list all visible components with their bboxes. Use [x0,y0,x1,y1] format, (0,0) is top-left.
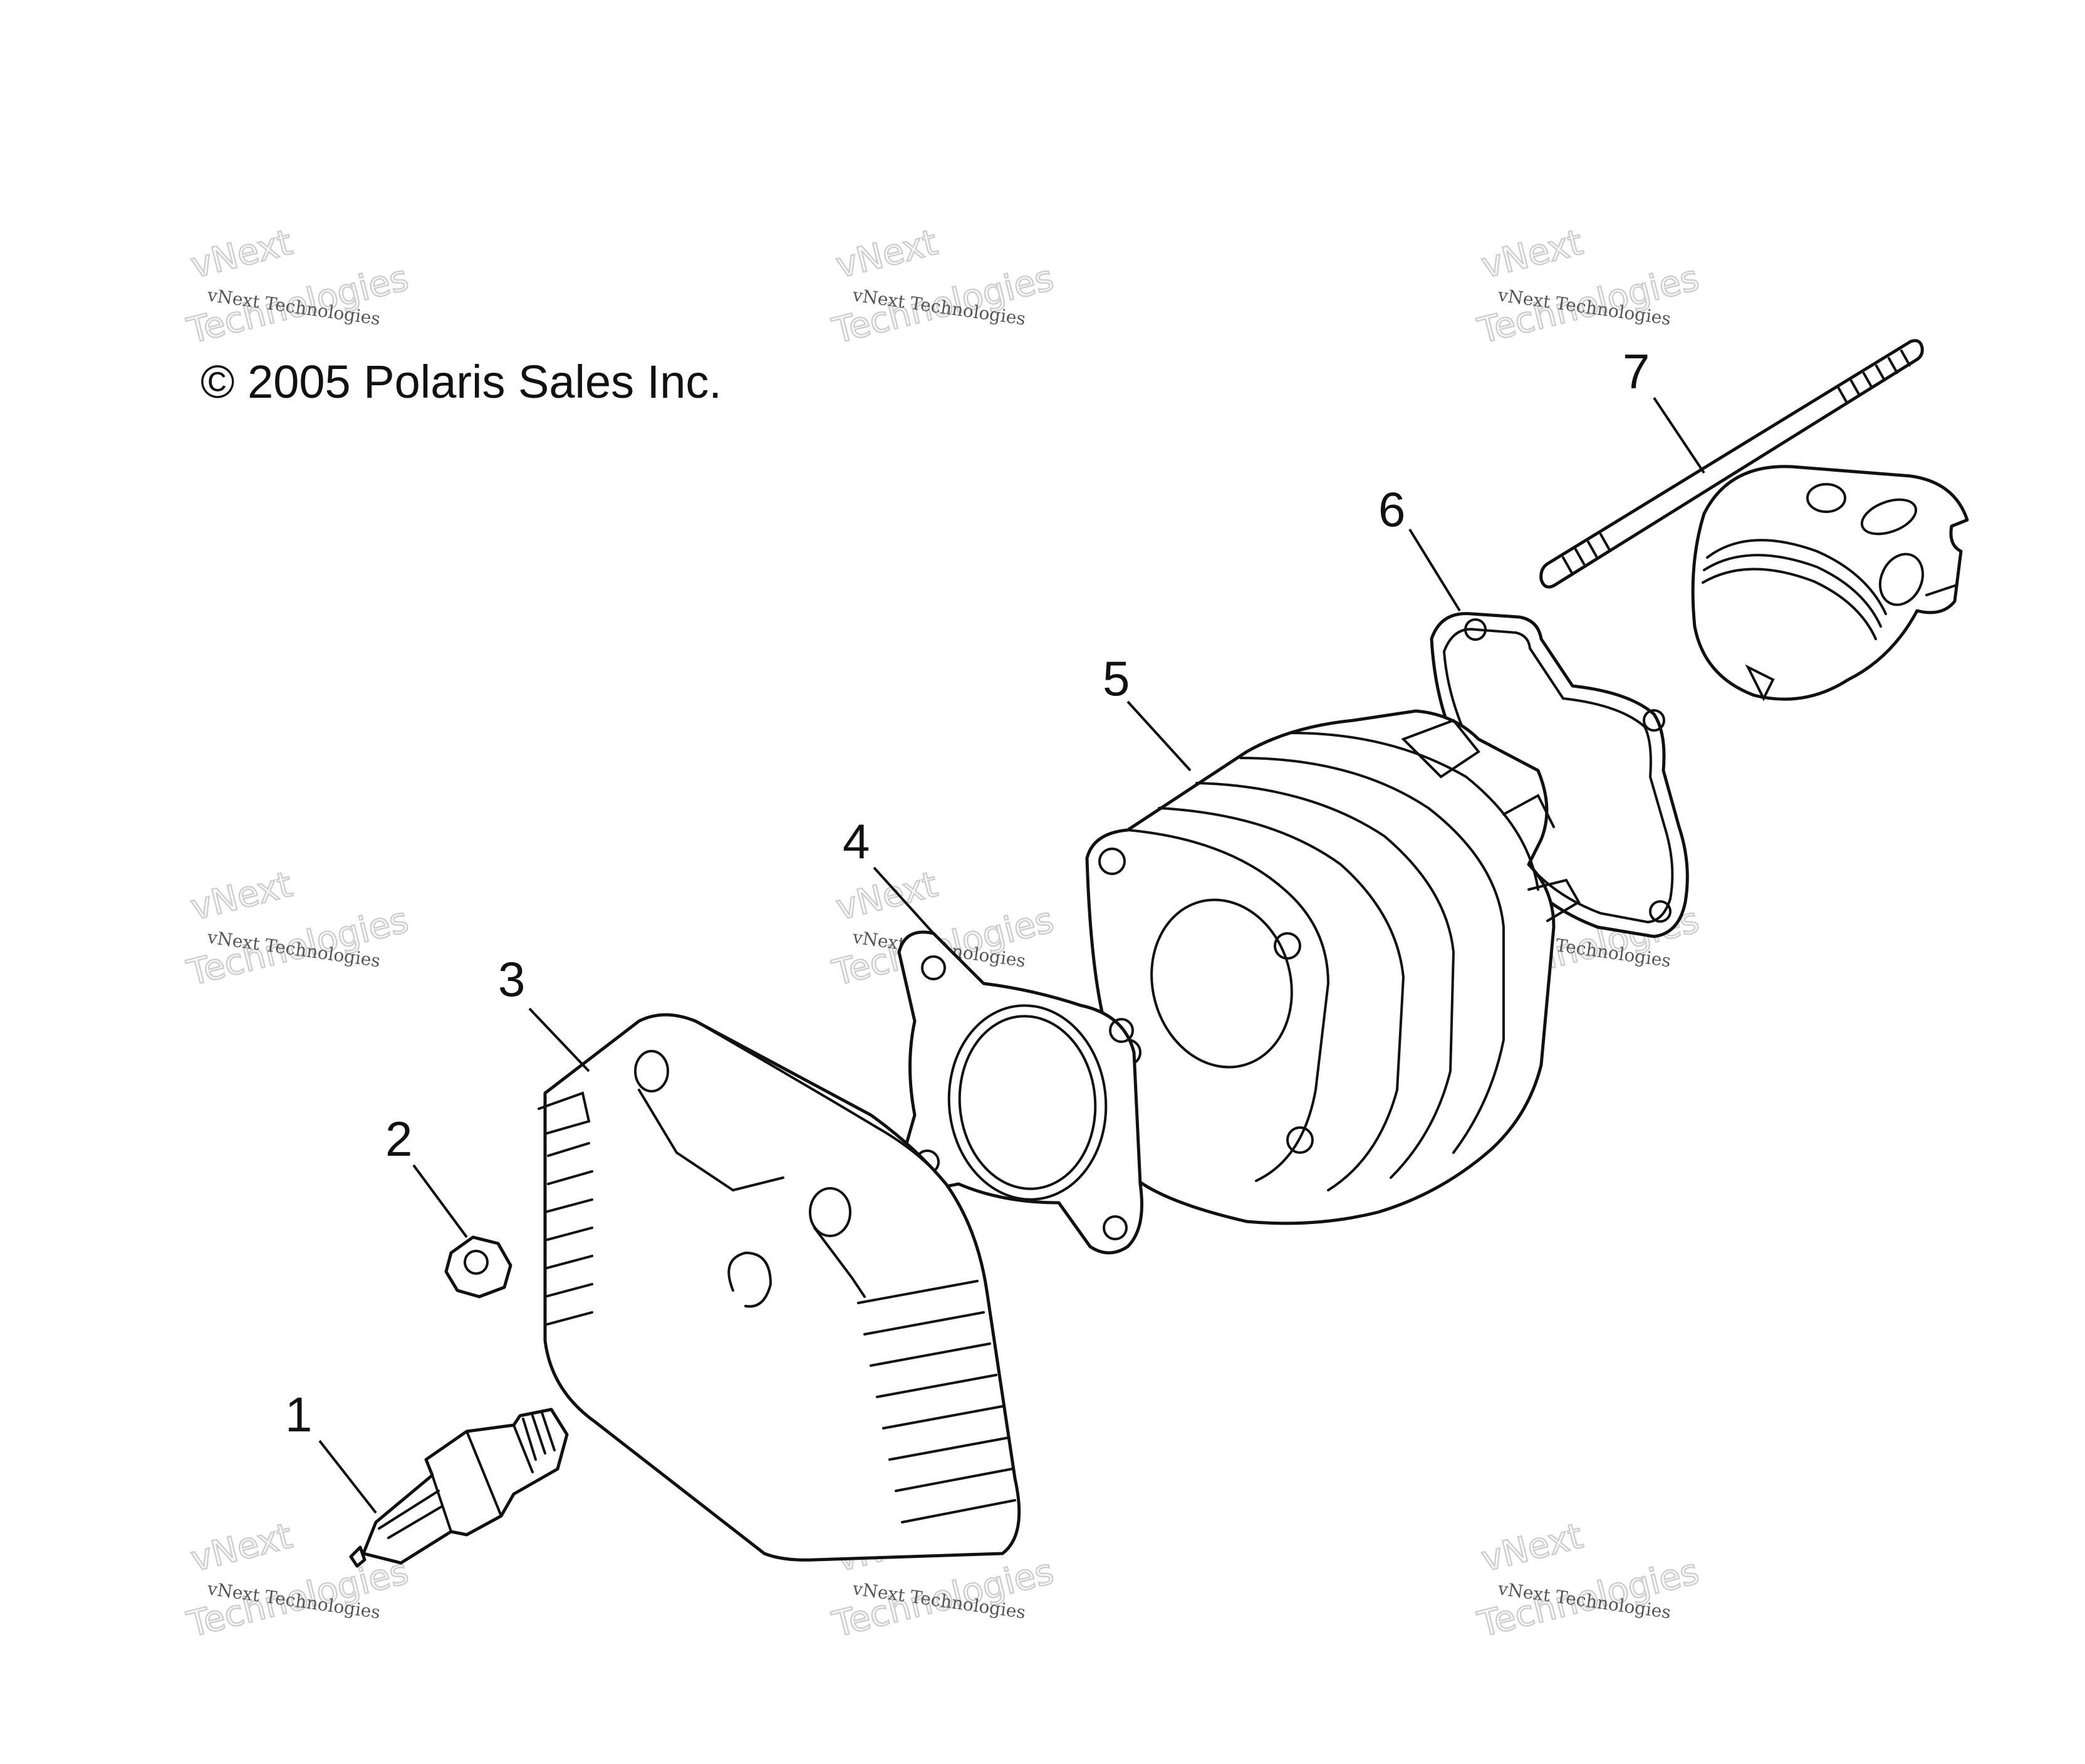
leader-5 [1126,700,1192,772]
watermark-text: vNext [187,222,296,287]
watermark-text: vNext [832,864,941,929]
leader-3 [528,1007,590,1072]
leader-2 [412,1164,468,1238]
part-head-gasket [897,930,1143,1255]
part-nut [444,1235,512,1299]
watermark-text: vNext [187,1516,296,1580]
callout-2: 2 [385,1111,412,1166]
watermark-text: vNext [832,222,941,287]
part-spark-plug [349,1408,569,1568]
watermark: vNext Technologies vNext Technologies [828,221,1058,353]
leader-7 [1653,397,1705,474]
callout-1: 1 [285,1387,312,1442]
callout-5: 5 [1103,651,1130,706]
part-stud-bolt [1539,339,1924,589]
copyright-text: © 2005 Polaris Sales Inc. [200,356,722,408]
callout-4: 4 [843,814,870,869]
callout-3: 3 [498,952,525,1007]
watermark-text: vNext [187,864,296,929]
callout-7: 7 [1623,344,1650,399]
part-piston [1691,465,1969,702]
callouts: 1 2 3 4 5 6 7 [285,344,1650,1442]
part-cylinder [1085,709,1581,1225]
leader-6 [1408,528,1461,612]
watermark: vNext Technologies vNext Technologies [182,863,413,995]
leader-4 [873,866,935,935]
part-cylinder-head [538,1013,1021,1562]
leader-lines [318,397,1705,1514]
watermark: vNext Technologies vNext Technologies [1473,221,1703,353]
leader-1 [318,1440,377,1514]
callout-6: 6 [1378,482,1405,537]
watermark-text: vNext [1477,222,1586,287]
watermark-text: vNext [1477,1516,1586,1580]
watermark: vNext Technologies vNext Technologies [182,221,413,353]
watermark: vNext Technologies vNext Technologies [1473,1515,1703,1646]
